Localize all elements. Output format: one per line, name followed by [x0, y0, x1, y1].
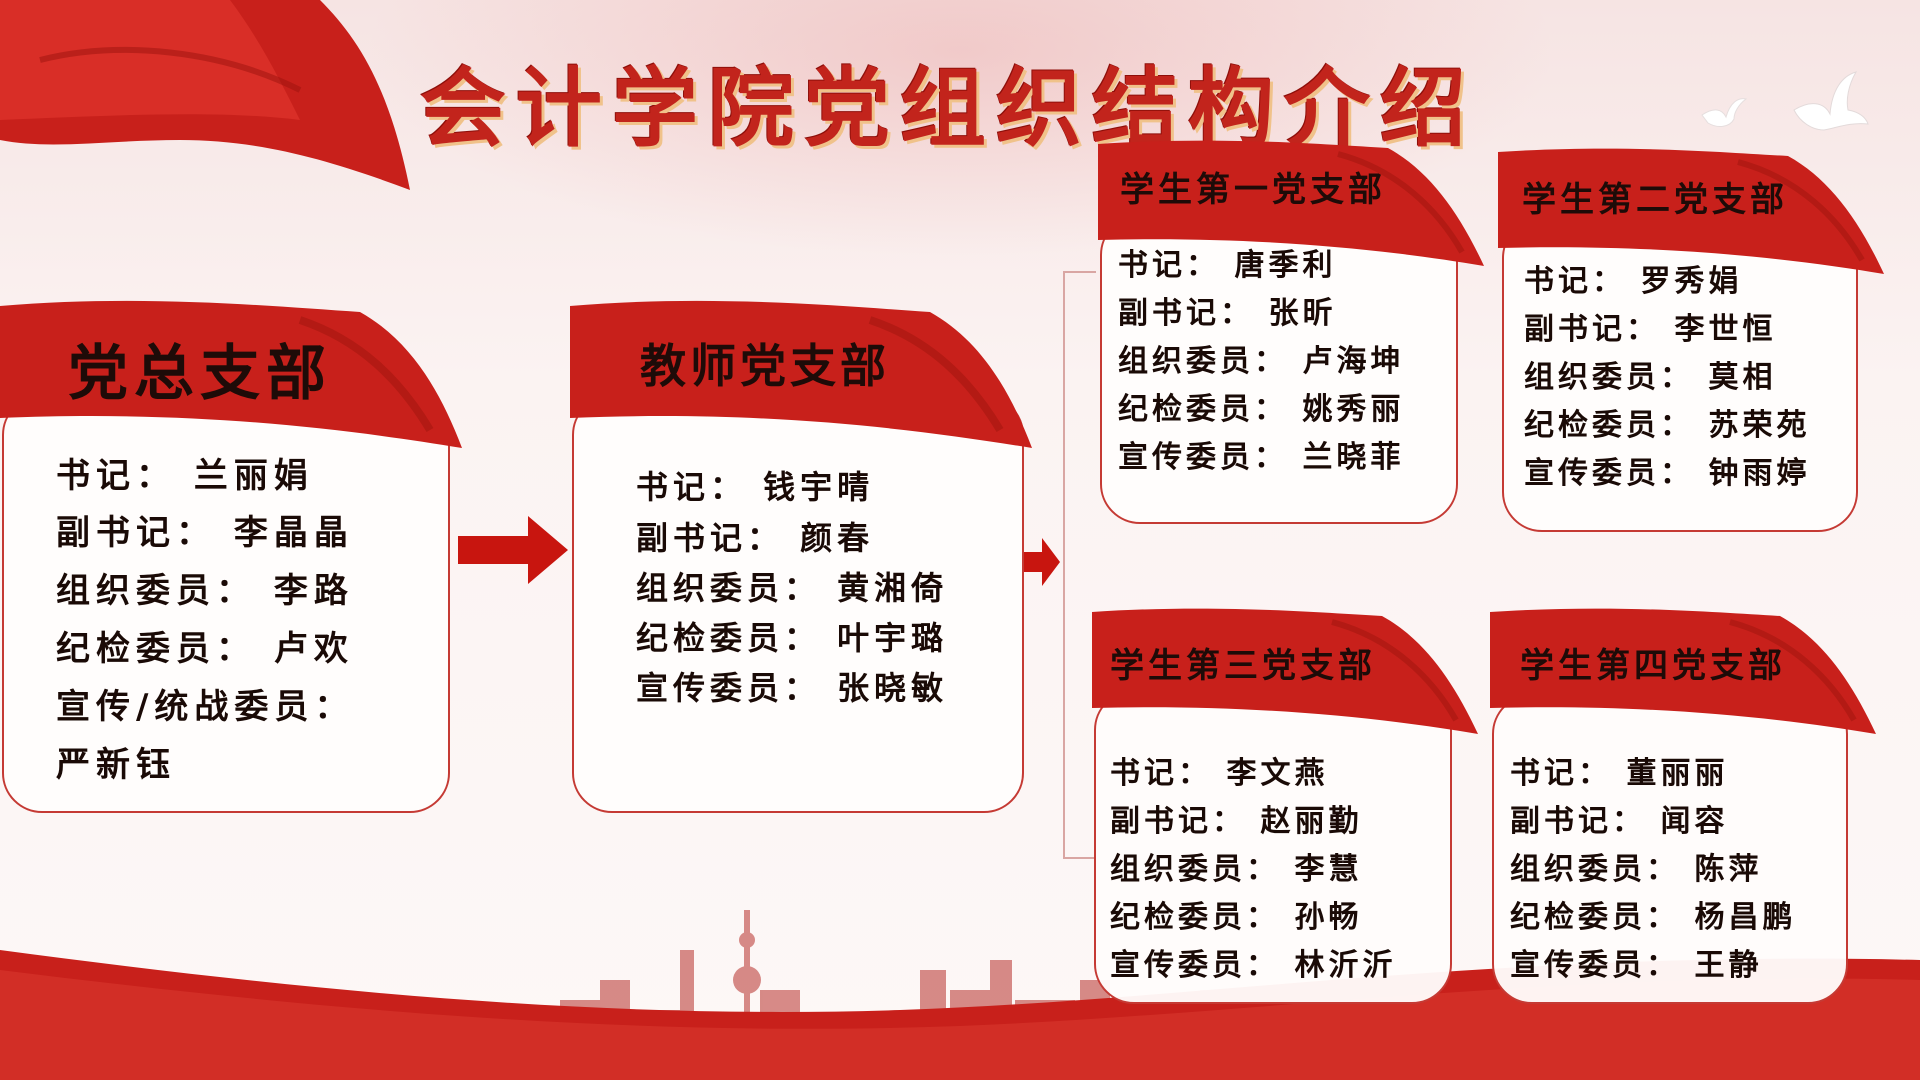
flag-icon — [1098, 140, 1484, 266]
page-title: 会计学院党组织结构介绍 — [420, 58, 1476, 159]
student4-branch-line-2: 副书记： 闻容 — [1510, 804, 1729, 839]
teacher-branch-line-2: 副书记： 颜春 — [636, 519, 875, 557]
student4-branch-line-4: 纪检委员： 杨昌鹏 — [1510, 900, 1797, 935]
teacher-branch-line-1: 书记： 钱宇晴 — [636, 468, 875, 506]
student4-branch-line-3: 组织委员： 陈萍 — [1510, 852, 1763, 887]
arrow-right-icon — [458, 516, 568, 584]
arrow-right-icon — [1024, 538, 1060, 586]
student2-branch-line-4: 纪检委员： 苏荣苑 — [1524, 408, 1811, 443]
general-branch-title: 党总支部 — [68, 339, 332, 409]
general-branch-line-4: 纪检委员： 卢欢 — [56, 629, 354, 669]
teacher-branch-card — [572, 395, 1024, 813]
dove-icon — [1701, 98, 1748, 127]
student2-branch-line-1: 书记： 罗秀娟 — [1524, 264, 1743, 299]
flag-icon — [570, 300, 1032, 448]
teacher-branch-line-3: 组织委员： 黄湘倚 — [636, 569, 949, 607]
student1-branch-title: 学生第一党支部 — [1120, 170, 1386, 210]
flag-icon — [1490, 608, 1876, 734]
student1-branch-line-4: 纪检委员： 姚秀丽 — [1118, 392, 1405, 427]
student3-branch-card — [1094, 690, 1452, 1004]
student4-branch-line-5: 宣传委员： 王静 — [1510, 948, 1763, 983]
student1-branch-line-1: 书记： 唐季利 — [1118, 248, 1337, 283]
teacher-branch-title: 教师党支部 — [640, 339, 890, 393]
student2-branch-line-2: 副书记： 李世恒 — [1524, 312, 1777, 347]
student1-branch-line-5: 宣传委员： 兰晓菲 — [1118, 440, 1405, 475]
student3-branch-line-4: 纪检委员： 孙畅 — [1110, 900, 1363, 935]
student4-branch-line-1: 书记： 董丽丽 — [1510, 756, 1729, 791]
teacher-branch-line-4: 纪检委员： 叶宇璐 — [636, 619, 949, 657]
student3-branch-line-3: 组织委员： 李慧 — [1110, 852, 1363, 887]
student3-branch-title: 学生第三党支部 — [1110, 646, 1376, 686]
flag-icon — [1498, 148, 1884, 274]
student2-branch-line-5: 宣传委员： 钟雨婷 — [1524, 456, 1811, 491]
student3-branch-line-5: 宣传委员： 林沂沂 — [1110, 948, 1397, 983]
general-branch-card — [2, 395, 450, 813]
general-branch-line-6: 严新钰 — [56, 745, 176, 785]
connector-bracket — [1063, 271, 1096, 859]
student3-branch-line-1: 书记： 李文燕 — [1110, 756, 1329, 791]
flag-icon — [0, 0, 410, 190]
general-branch-line-5: 宣传/统战委员： — [56, 687, 355, 727]
general-branch-line-1: 书记： 兰丽娟 — [56, 456, 314, 496]
student1-branch-line-2: 副书记： 张昕 — [1118, 296, 1337, 331]
teacher-branch-line-5: 宣传委员： 张晓敏 — [636, 669, 949, 707]
student1-branch-line-3: 组织委员： 卢海坤 — [1118, 344, 1405, 379]
student2-branch-card — [1502, 218, 1858, 532]
flag-icon — [0, 300, 462, 448]
student3-branch-line-2: 副书记： 赵丽勤 — [1110, 804, 1363, 839]
general-branch-line-2: 副书记： 李晶晶 — [56, 513, 354, 553]
student2-branch-title: 学生第二党支部 — [1522, 180, 1788, 220]
student4-branch-card — [1492, 694, 1848, 1004]
student4-branch-title: 学生第四党支部 — [1520, 646, 1786, 686]
student2-branch-line-3: 组织委员： 莫相 — [1524, 360, 1777, 395]
general-branch-line-3: 组织委员： 李路 — [56, 571, 354, 611]
flag-icon — [1092, 608, 1478, 734]
dove-icon — [1793, 71, 1869, 131]
